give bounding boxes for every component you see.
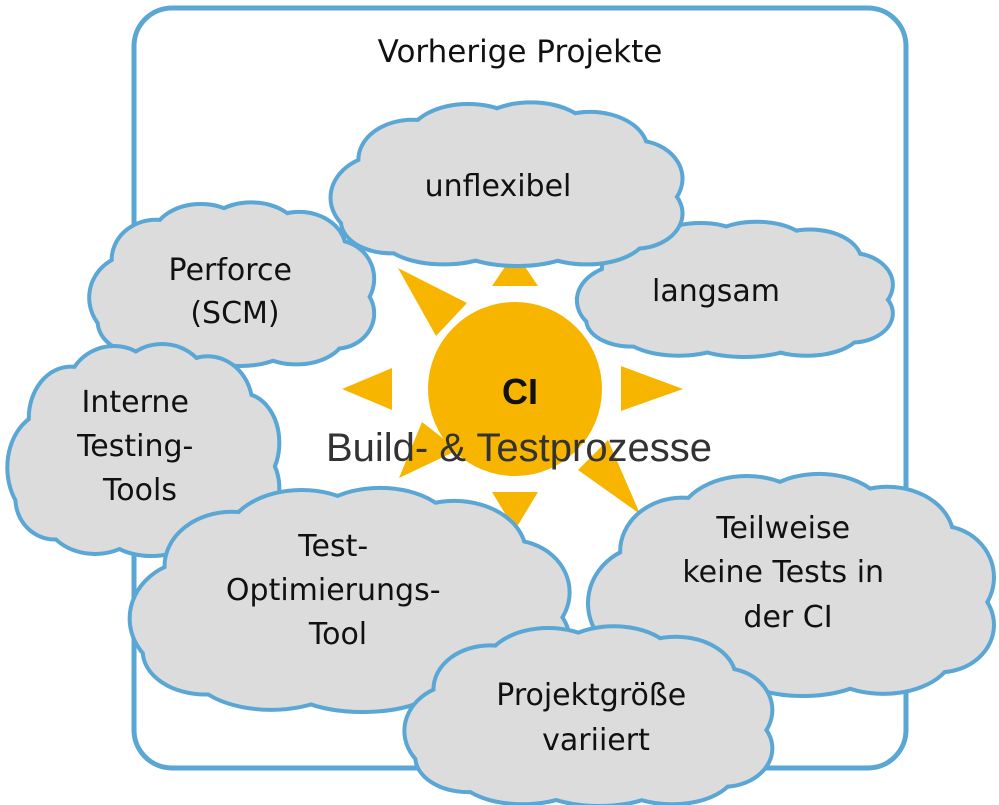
cloud-line: Test- <box>297 529 368 564</box>
cloud-line: Tools <box>102 473 177 508</box>
cloud-line: Tool <box>308 617 367 652</box>
cloud-interne-testing-tools-label: Interne Testing- Tools <box>76 385 203 508</box>
frame-title: Vorherige Projekte <box>378 34 663 70</box>
cloud-lobe <box>99 291 179 352</box>
sun-ray-bottom <box>492 492 538 530</box>
cloud-line: unflexibel <box>425 169 572 204</box>
cloud-unflexibel-label: unflexibel <box>425 169 572 204</box>
ci-title: CI <box>502 371 538 412</box>
cloud-line: Optimierungs- <box>226 573 441 608</box>
cloud-lobe <box>342 191 441 252</box>
sun-ray-right <box>621 366 683 411</box>
cloud-fill <box>578 223 891 356</box>
cloud-shape <box>5 341 282 558</box>
cloud-lobe <box>17 459 93 538</box>
sun-ray-left <box>342 368 392 410</box>
cloud-fill <box>9 345 278 554</box>
cloud-lobe <box>588 295 676 345</box>
cloud-line: variiert <box>542 723 650 758</box>
cloud-shape <box>328 100 685 269</box>
cloud-projektgroesse-variiert-label: Projektgröße variiert <box>496 678 696 758</box>
cloud-line: keine Tests in <box>682 555 884 590</box>
cloud-projektgroesse-variiert: Projektgröße variiert <box>402 624 775 805</box>
sun-ray-top-left <box>398 268 467 336</box>
cloud-line: Perforce <box>169 253 292 288</box>
sun-core <box>428 302 602 476</box>
cloud-line: Teilweise <box>715 511 850 546</box>
cloud-unflexibel: unflexibel <box>328 100 685 269</box>
cloud-lobe <box>417 723 520 791</box>
cloud-perforce: Perforce (SCM) <box>87 200 377 369</box>
sun-ray-bottom-left <box>399 422 458 478</box>
cloud-line: Testing- <box>76 429 193 464</box>
cloud-shape <box>574 219 895 360</box>
cloud-fill <box>406 628 771 804</box>
cloud-shape <box>402 624 775 805</box>
cloud-interne-testing-tools: Interne Testing- Tools <box>5 341 282 558</box>
cloud-perforce-label: Perforce (SCM) <box>169 253 302 331</box>
sun-ray-top <box>492 252 538 286</box>
sun-ray-bottom-right <box>578 440 640 514</box>
cloud-line: langsam <box>652 274 780 309</box>
cloud-langsam-label: langsam <box>652 274 780 309</box>
cloud-line: (SCM) <box>190 296 279 331</box>
ci-subtitle: Build- & Testprozesse <box>326 426 712 470</box>
cloud-line: der CI <box>743 600 832 635</box>
cloud-line: Projektgröße <box>496 678 686 713</box>
cloud-test-optimierungs-tool-label: Test- Optimierungs- Tool <box>226 529 450 652</box>
cloud-langsam: langsam <box>574 219 895 360</box>
cloud-fill <box>332 104 681 264</box>
cloud-lobe <box>144 609 267 693</box>
cloud-line: Interne <box>82 385 189 420</box>
cloud-teilweise-keine-tests-label: Teilweise keine Tests in der CI <box>682 511 893 635</box>
